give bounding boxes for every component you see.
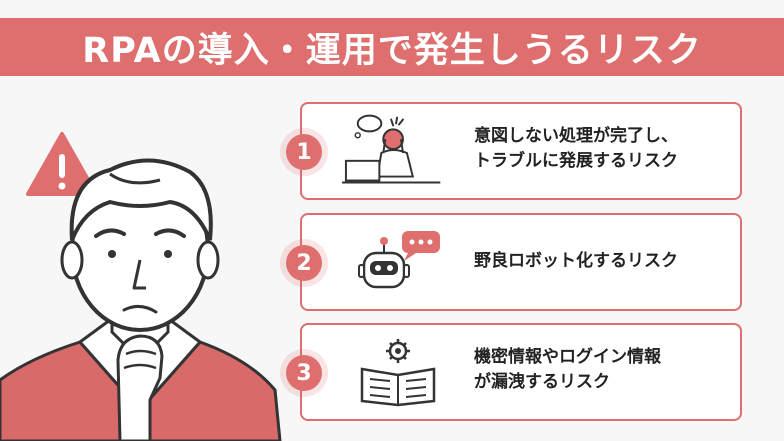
risk-card-1: 1 意図しない処理が完了し、 トラブルに発展するリスク bbox=[286, 102, 742, 200]
title-banner: RPAの導入・運用で発生しうるリスク bbox=[0, 18, 784, 76]
risk-number-badge: 2 bbox=[286, 245, 322, 281]
stressed-worker-icon bbox=[342, 114, 441, 184]
risk-card-3: 3 機密情報やログイン情報 が漏洩するリスク bbox=[286, 323, 742, 421]
risk-number-badge: 1 bbox=[286, 134, 322, 170]
risk-text: 機密情報やログイン情報 が漏洩するリスク bbox=[474, 347, 661, 392]
risk-text: 野良ロボット化するリスク bbox=[474, 251, 678, 271]
risk-number-badge: 3 bbox=[286, 355, 322, 391]
worried-man-illustration bbox=[0, 132, 282, 441]
warning-icon bbox=[26, 132, 98, 196]
robot-chat-icon bbox=[358, 231, 440, 289]
page-title: RPAの導入・運用で発生しうるリスク bbox=[82, 30, 702, 71]
risk-card-2: 2 野良ロボット化するリスク bbox=[286, 213, 742, 311]
gear-book-icon bbox=[360, 339, 436, 407]
risk-text: 意図しない処理が完了し、 トラブルに発展するリスク bbox=[474, 126, 678, 171]
